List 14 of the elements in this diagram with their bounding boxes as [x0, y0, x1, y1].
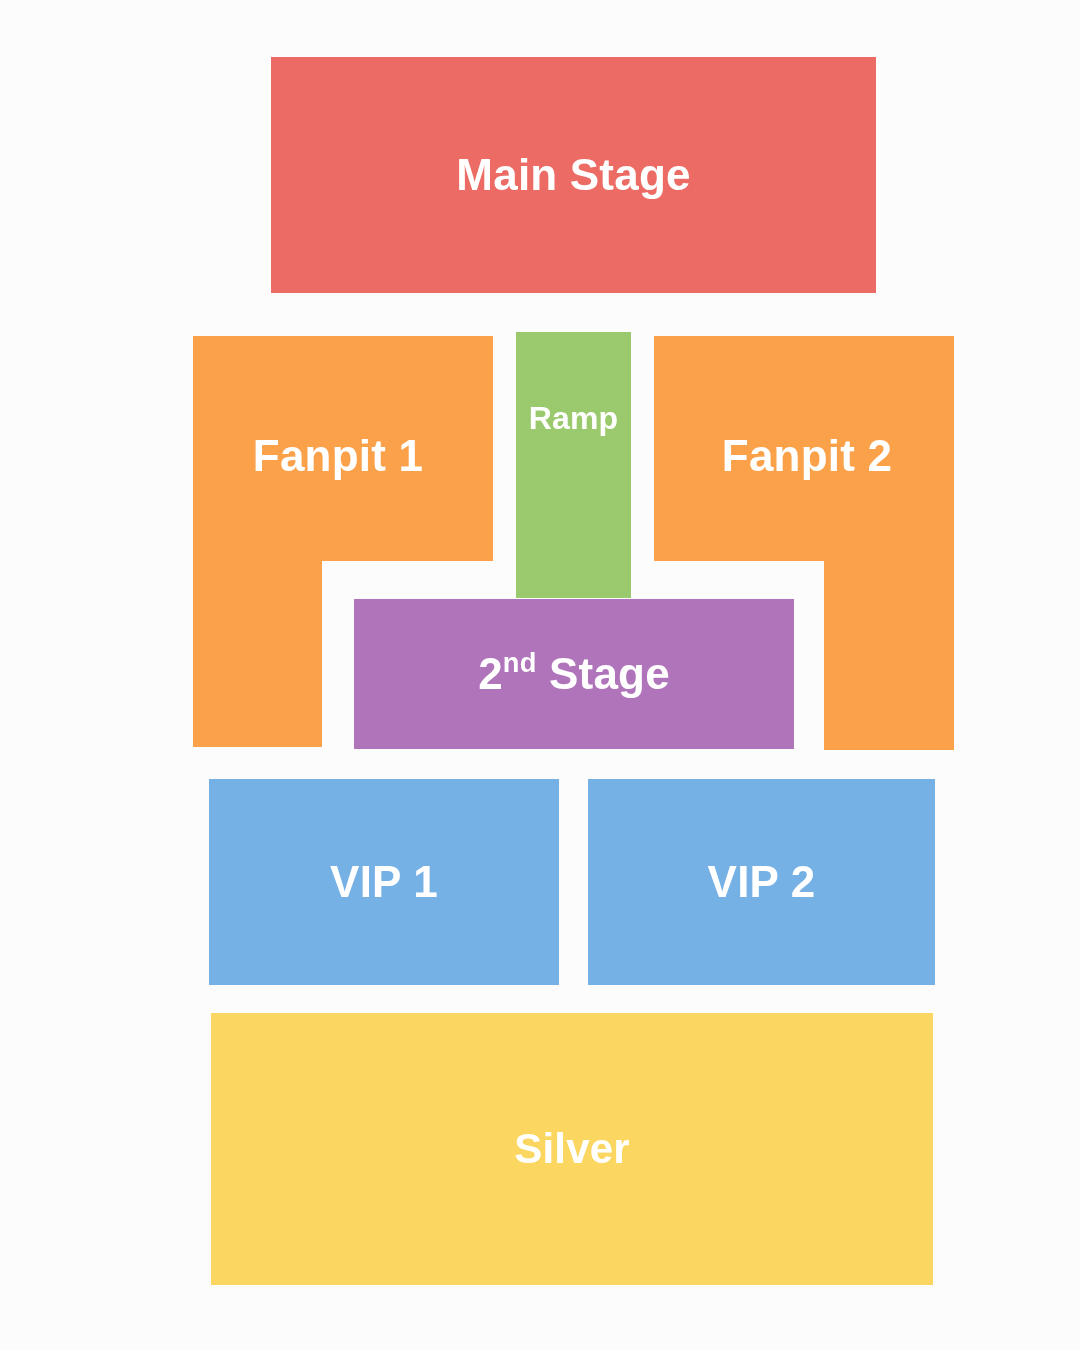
section-label: VIP 1: [330, 856, 438, 908]
stage-label: Main Stage: [456, 149, 691, 201]
seating-block: [211, 1013, 933, 1285]
section-label: Fanpit 1: [252, 430, 424, 482]
stage-block: [271, 57, 876, 293]
stage-block: [354, 599, 794, 749]
ramp-label: Ramp: [528, 399, 619, 437]
stage-label: 2$^{nd}$ Stage: [478, 648, 670, 700]
section-label: VIP 2: [707, 856, 816, 908]
section-label: Silver: [514, 1124, 630, 1174]
seating-block: [209, 779, 559, 985]
seating-block: [588, 779, 935, 985]
ramp-block: [516, 332, 631, 598]
section-label: Fanpit 2: [721, 430, 893, 482]
